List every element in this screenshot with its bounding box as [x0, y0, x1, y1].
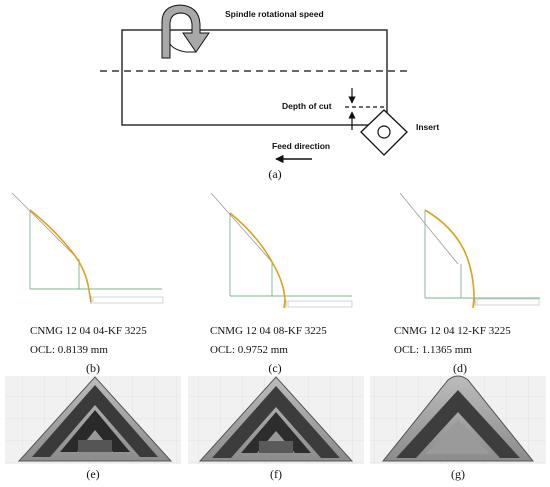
edge-profile-curve: [29, 209, 92, 303]
chip-groove: [32, 385, 158, 457]
rotation-arrow-icon: [161, 4, 210, 59]
edge-profile-curve: [229, 212, 286, 309]
insert-photo-e: (e): [5, 376, 181, 481]
chip-breaker: [60, 410, 130, 452]
caption-e: (e): [86, 467, 99, 481]
caption-a: (a): [268, 167, 281, 181]
edge-profile-curve: [424, 209, 475, 309]
depth-label: Depth of cut: [282, 101, 332, 111]
designation-b: CNMG 12 04 04-KF 3225: [30, 325, 147, 337]
workpiece: [121, 29, 388, 126]
land: [78, 440, 112, 452]
ocl-c: OCL: 0.9752 mm: [210, 344, 288, 356]
dimension-box: [287, 300, 353, 308]
insert-photo-g: (g): [370, 375, 546, 481]
rake-line: [210, 192, 273, 263]
caption-c: (c): [268, 361, 281, 375]
chip-groove: [396, 390, 520, 458]
insert-label: Insert: [416, 122, 439, 132]
chip-breaker: [241, 412, 311, 453]
designation-c: CNMG 12 04 08-KF 3225: [210, 325, 327, 337]
turning-schematic: Spindle rotational speed Depth of cut In…: [100, 4, 439, 181]
dimension-box: [476, 298, 540, 306]
caption-g: (g): [451, 467, 465, 481]
spindle-label: Spindle rotational speed: [225, 9, 324, 19]
caption-d: (d): [453, 361, 467, 375]
chip-groove: [212, 386, 340, 458]
profile-panel-c: CNMG 12 04 08-KF 3225 OCL: 0.9752 mm (c): [210, 192, 353, 375]
caption-b: (b): [86, 361, 100, 375]
profile-panel-b: CNMG 12 04 04-KF 3225 OCL: 0.8139 mm (b): [11, 192, 164, 375]
rake-line: [399, 192, 459, 265]
feed-label: Feed direction: [272, 141, 330, 151]
chip-breaker: [426, 420, 490, 454]
profile-panel-d: CNMG 12 04 12-KF 3225 OCL: 1.1365 mm (d): [394, 192, 540, 375]
ocl-d: OCL: 1.1365 mm: [394, 344, 472, 356]
ocl-b: OCL: 0.8139 mm: [30, 344, 108, 356]
dimension-box: [92, 296, 164, 304]
insert-photo-f: (f): [188, 376, 364, 481]
land: [259, 441, 293, 453]
rake-line: [11, 192, 79, 260]
designation-d: CNMG 12 04 12-KF 3225: [394, 325, 511, 337]
insert-icon: [360, 109, 408, 156]
caption-f: (f): [270, 467, 282, 481]
